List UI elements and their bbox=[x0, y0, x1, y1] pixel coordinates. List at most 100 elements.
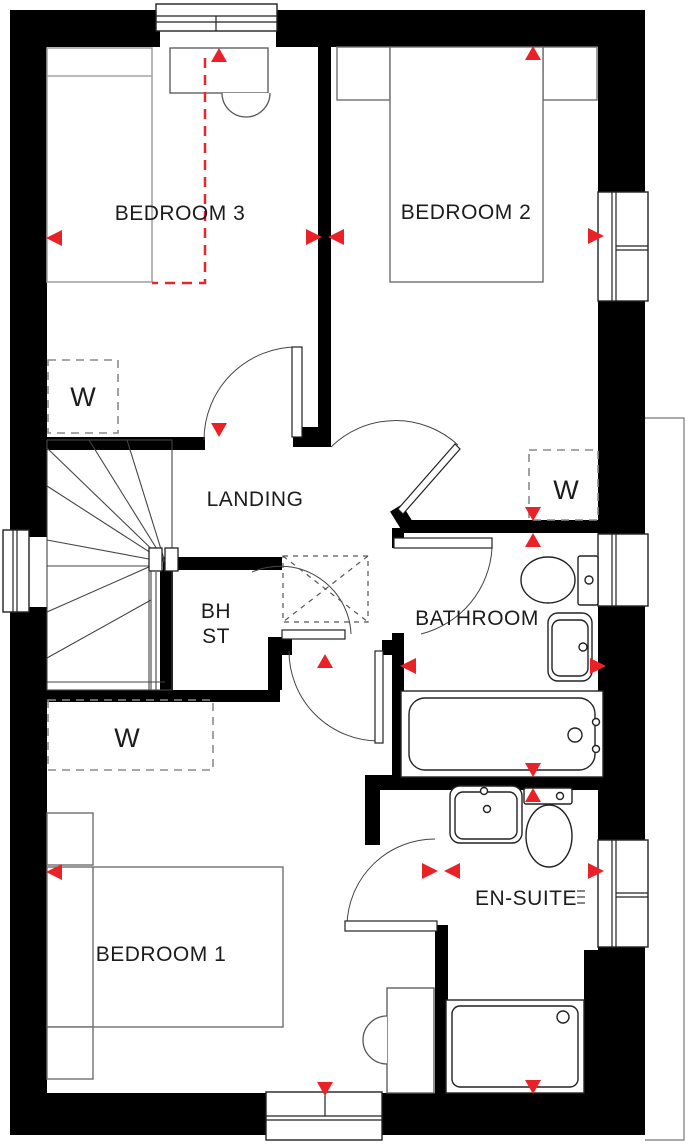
marker-up bbox=[525, 46, 541, 60]
staircase bbox=[46, 439, 179, 691]
chair-bedroom3 bbox=[221, 92, 271, 118]
wall-bathroom-ensuite bbox=[365, 775, 598, 790]
bath-inner bbox=[408, 697, 596, 771]
shower-inner bbox=[451, 1005, 579, 1088]
marker-up bbox=[525, 533, 541, 547]
marker-left bbox=[46, 230, 62, 246]
label-landing: LANDING bbox=[207, 488, 304, 511]
wardrobe-label: W bbox=[114, 723, 140, 753]
door-leaf-bedroom3 bbox=[291, 346, 303, 438]
ground-floor-outline bbox=[645, 417, 685, 1141]
fixtures bbox=[400, 555, 604, 1094]
marker-down bbox=[317, 1082, 333, 1096]
wall-bed3-bed2-divider bbox=[318, 47, 331, 447]
basin-tap-ensuite bbox=[482, 804, 492, 814]
wardrobe-bedroom2 bbox=[528, 449, 599, 521]
door-leaf-ensuite bbox=[344, 920, 438, 932]
marker-right bbox=[422, 863, 438, 879]
marker-left bbox=[400, 658, 416, 674]
loft-hatch-cross bbox=[282, 555, 369, 623]
wall-bed2-bathroom bbox=[402, 520, 598, 533]
outer-walls bbox=[10, 10, 645, 1135]
wall-bhst-left bbox=[160, 570, 173, 690]
window-bathroom bbox=[597, 533, 649, 607]
wall-segment bbox=[380, 1093, 645, 1135]
marker-up bbox=[317, 654, 333, 668]
wardrobe-label: W bbox=[70, 382, 96, 412]
door-leaf-bathroom bbox=[393, 537, 493, 549]
wall-bed1-top bbox=[47, 690, 280, 702]
bed-bedroom1 bbox=[46, 866, 284, 1028]
marker-left bbox=[444, 863, 460, 879]
marker-right bbox=[588, 228, 604, 244]
wall-segment bbox=[268, 637, 292, 655]
wall-bhst-top bbox=[163, 557, 282, 570]
wall-segment bbox=[276, 10, 645, 47]
label-bathroom: BATHROOM bbox=[415, 607, 539, 630]
door-arc-bhst bbox=[251, 565, 352, 635]
door-arc-bedroom2 bbox=[330, 420, 459, 448]
marker-left bbox=[46, 864, 62, 880]
marker-up bbox=[525, 788, 541, 802]
desk-bedroom1 bbox=[386, 987, 435, 1094]
wardrobe-bedroom1 bbox=[47, 699, 214, 771]
stair-winders bbox=[46, 439, 166, 659]
toilet-flush-bathroom bbox=[584, 575, 594, 585]
toilet-bowl-bathroom bbox=[520, 556, 576, 604]
shower-drain bbox=[556, 1010, 570, 1024]
door-arc-ensuite bbox=[346, 838, 436, 926]
marker-up bbox=[211, 48, 227, 62]
marker-down bbox=[525, 1080, 541, 1094]
marker-down bbox=[525, 763, 541, 777]
wardrobes: W W W bbox=[47, 359, 599, 771]
stair-newel bbox=[148, 547, 163, 572]
door-arc-bathroom bbox=[420, 547, 493, 635]
label-ensuite: EN-SUITE bbox=[475, 887, 577, 910]
toilet-bowl-ensuite bbox=[525, 804, 573, 868]
red-dashed-line bbox=[152, 58, 207, 285]
window-stairs bbox=[2, 529, 30, 613]
bed-bedroom2 bbox=[389, 46, 544, 283]
dimension-markers bbox=[46, 46, 606, 1096]
wall-bed3-landing bbox=[47, 437, 205, 450]
basin-bowl-ensuite bbox=[454, 791, 518, 840]
wardrobe-bedroom3 bbox=[47, 359, 119, 434]
wall-segment bbox=[382, 640, 397, 655]
vent-lines bbox=[577, 890, 585, 904]
bed-bedroom3 bbox=[46, 47, 153, 283]
door-leaf-bhst bbox=[281, 629, 346, 640]
wall-segment bbox=[10, 1093, 270, 1135]
stair-treads bbox=[47, 562, 165, 690]
doors bbox=[203, 346, 493, 932]
bedside-table bbox=[336, 46, 391, 101]
wall-ensuite-bed1 bbox=[435, 925, 448, 1093]
label-bhst-line1: BH bbox=[201, 600, 231, 623]
chair-bedroom1 bbox=[362, 1015, 388, 1065]
loft-hatch-box bbox=[282, 555, 369, 623]
bath-tap bbox=[591, 717, 601, 727]
door-leaf-bedroom1 bbox=[374, 650, 384, 744]
bath-drain bbox=[567, 727, 583, 743]
marker-right bbox=[306, 229, 322, 245]
marker-down bbox=[525, 507, 541, 521]
wall-segment bbox=[598, 10, 645, 193]
basin-bowl-bathroom bbox=[551, 619, 589, 677]
door-arc-bedroom1 bbox=[288, 650, 380, 742]
label-bedroom1: BEDROOM 1 bbox=[96, 943, 227, 966]
marker-right bbox=[590, 658, 606, 674]
windows bbox=[2, 3, 649, 1141]
bedside-table bbox=[46, 812, 94, 866]
door-arc-bedroom3 bbox=[203, 346, 298, 441]
wall-segment bbox=[10, 607, 47, 1135]
wall-segment bbox=[10, 10, 160, 47]
wardrobe-label: W bbox=[553, 475, 579, 505]
label-bhst-line2: ST bbox=[202, 625, 230, 648]
label-bedroom2: BEDROOM 2 bbox=[401, 201, 532, 224]
bedside-table bbox=[46, 1026, 94, 1080]
wall-segment bbox=[10, 10, 47, 537]
toilet-flush-ensuite bbox=[555, 791, 565, 801]
room-labels: BEDROOM 3 BEDROOM 2 LANDING BH ST BATHRO… bbox=[96, 201, 577, 966]
wall-ensuite-left-stub bbox=[365, 788, 380, 845]
